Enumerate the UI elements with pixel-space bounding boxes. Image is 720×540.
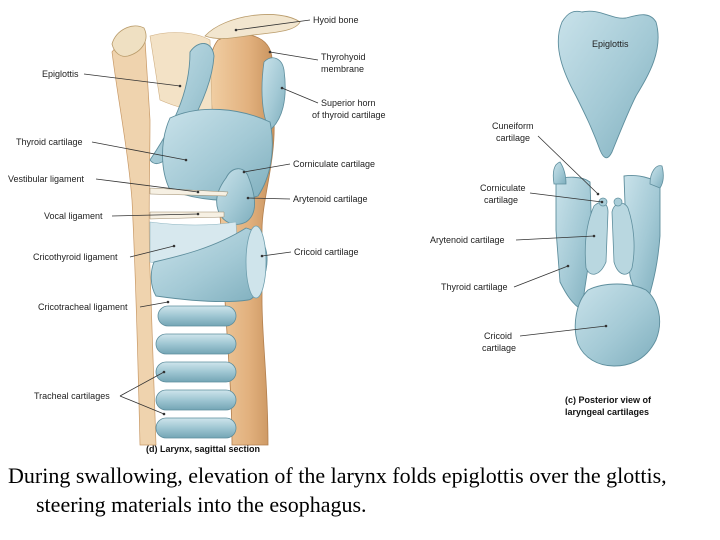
- label-thyrohyoid-membrane-1: Thyrohyoid: [321, 52, 366, 62]
- posterior-view: Epiglottis Cuneiform cartilage Cornicula…: [430, 10, 664, 417]
- label-hyoid-bone: Hyoid bone: [313, 15, 359, 25]
- slide-caption: During swallowing, elevation of the lary…: [8, 463, 667, 517]
- posterior-label-corniculate-1: Corniculate: [480, 183, 526, 193]
- posterior-label-cuneiform-2: cartilage: [496, 133, 530, 143]
- posterior-label-thyroid: Thyroid cartilage: [441, 282, 508, 292]
- hyoid-left-part: [111, 25, 147, 57]
- posterior-label-cricoid-1: Cricoid: [484, 331, 512, 341]
- posterior-label-epiglottis: Epiglottis: [592, 39, 629, 49]
- posterior-cricoid-shape: [574, 283, 660, 367]
- tracheal-rings: [155, 305, 237, 439]
- vestibular-fold: [149, 187, 229, 197]
- superior-horn-shape: [261, 57, 286, 131]
- label-thyrohyoid-membrane-2: membrane: [321, 64, 364, 74]
- posterior-thyroid-left: [555, 176, 593, 311]
- posterior-horn-left: [552, 161, 567, 185]
- label-vocal-ligament: Vocal ligament: [44, 211, 103, 221]
- posterior-horn-right: [649, 165, 664, 189]
- label-epiglottis: Epiglottis: [42, 69, 79, 79]
- label-cricoid-cartilage: Cricoid cartilage: [294, 247, 359, 257]
- vocal-fold: [149, 211, 225, 220]
- caption-sagittal: (d) Larynx, sagittal section: [146, 444, 260, 454]
- label-corniculate-cartilage: Corniculate cartilage: [293, 159, 375, 169]
- arytenoid-cartilage-shape: [216, 168, 255, 225]
- caption-posterior-2: laryngeal cartilages: [565, 407, 649, 417]
- posterior-label-corniculate-2: cartilage: [484, 195, 518, 205]
- posterior-label-cricoid-2: cartilage: [482, 343, 516, 353]
- hyoid-bone-shape: [204, 14, 301, 39]
- label-superior-horn-2: of thyroid cartilage: [312, 110, 386, 120]
- label-cricotracheal-ligament: Cricotracheal ligament: [38, 302, 128, 312]
- posterior-label-cuneiform-1: Cuneiform: [492, 121, 534, 131]
- label-arytenoid-cartilage: Arytenoid cartilage: [293, 194, 368, 204]
- label-superior-horn-1: Superior horn: [321, 98, 376, 108]
- label-thyroid-cartilage: Thyroid cartilage: [16, 137, 83, 147]
- anterior-tissue: [111, 38, 157, 446]
- posterior-epiglottis-shape: [557, 10, 659, 159]
- label-tracheal-cartilages: Tracheal cartilages: [34, 391, 110, 401]
- caption-posterior-1: (c) Posterior view of: [565, 395, 652, 405]
- posterior-label-arytenoid: Arytenoid cartilage: [430, 235, 505, 245]
- label-vestibular-ligament: Vestibular ligament: [8, 174, 85, 184]
- sagittal-section: Hyoid bone Thyrohyoid membrane Superior …: [8, 14, 386, 454]
- label-cricothyroid-ligament: Cricothyroid ligament: [33, 252, 118, 262]
- thyroid-cartilage-shape: [162, 108, 273, 201]
